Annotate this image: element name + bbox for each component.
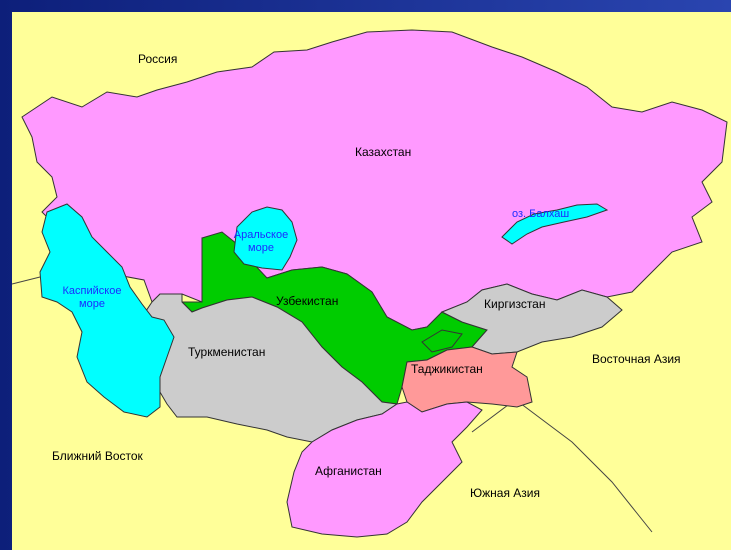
afghanistan-region — [286, 401, 483, 538]
aral-sea-label-line1: Аральское — [233, 229, 289, 241]
label-tajikistan: Таджикистан — [411, 362, 483, 376]
caspian-sea-label-line1: Каспийское — [62, 285, 122, 297]
caspian-sea-label-line2: море — [79, 298, 105, 310]
label-middle-east: Ближний Восток — [52, 449, 143, 463]
label-south-asia: Южная Азия — [470, 486, 540, 500]
lake-balkhash — [501, 203, 609, 245]
label-kazakhstan: Казахстан — [355, 145, 412, 159]
kyrgyzstan-region — [440, 283, 623, 355]
label-russia: Россия — [138, 52, 178, 66]
aral-sea-label-line2: море — [248, 242, 274, 254]
central-asia-map: Россия Казахстан Узбекистан Киргизстан Т… — [12, 12, 731, 550]
label-lake-balkhash: оз. Балхаш — [512, 208, 570, 220]
label-caspian-sea: Каспийское море — [57, 285, 127, 311]
label-uzbekistan: Узбекистан — [276, 294, 339, 308]
label-east-asia: Восточная Азия — [592, 352, 681, 366]
label-kyrgyzstan: Киргизстан — [484, 297, 546, 311]
aral-sea — [233, 206, 298, 271]
caspian-sea — [39, 203, 175, 418]
label-afghanistan: Афганистан — [315, 464, 382, 478]
label-turkmenistan: Туркменистан — [188, 345, 266, 359]
issyk-kul-lake — [421, 329, 463, 353]
map-canvas — [12, 29, 728, 538]
label-aral-sea: Аральское море — [230, 229, 292, 255]
